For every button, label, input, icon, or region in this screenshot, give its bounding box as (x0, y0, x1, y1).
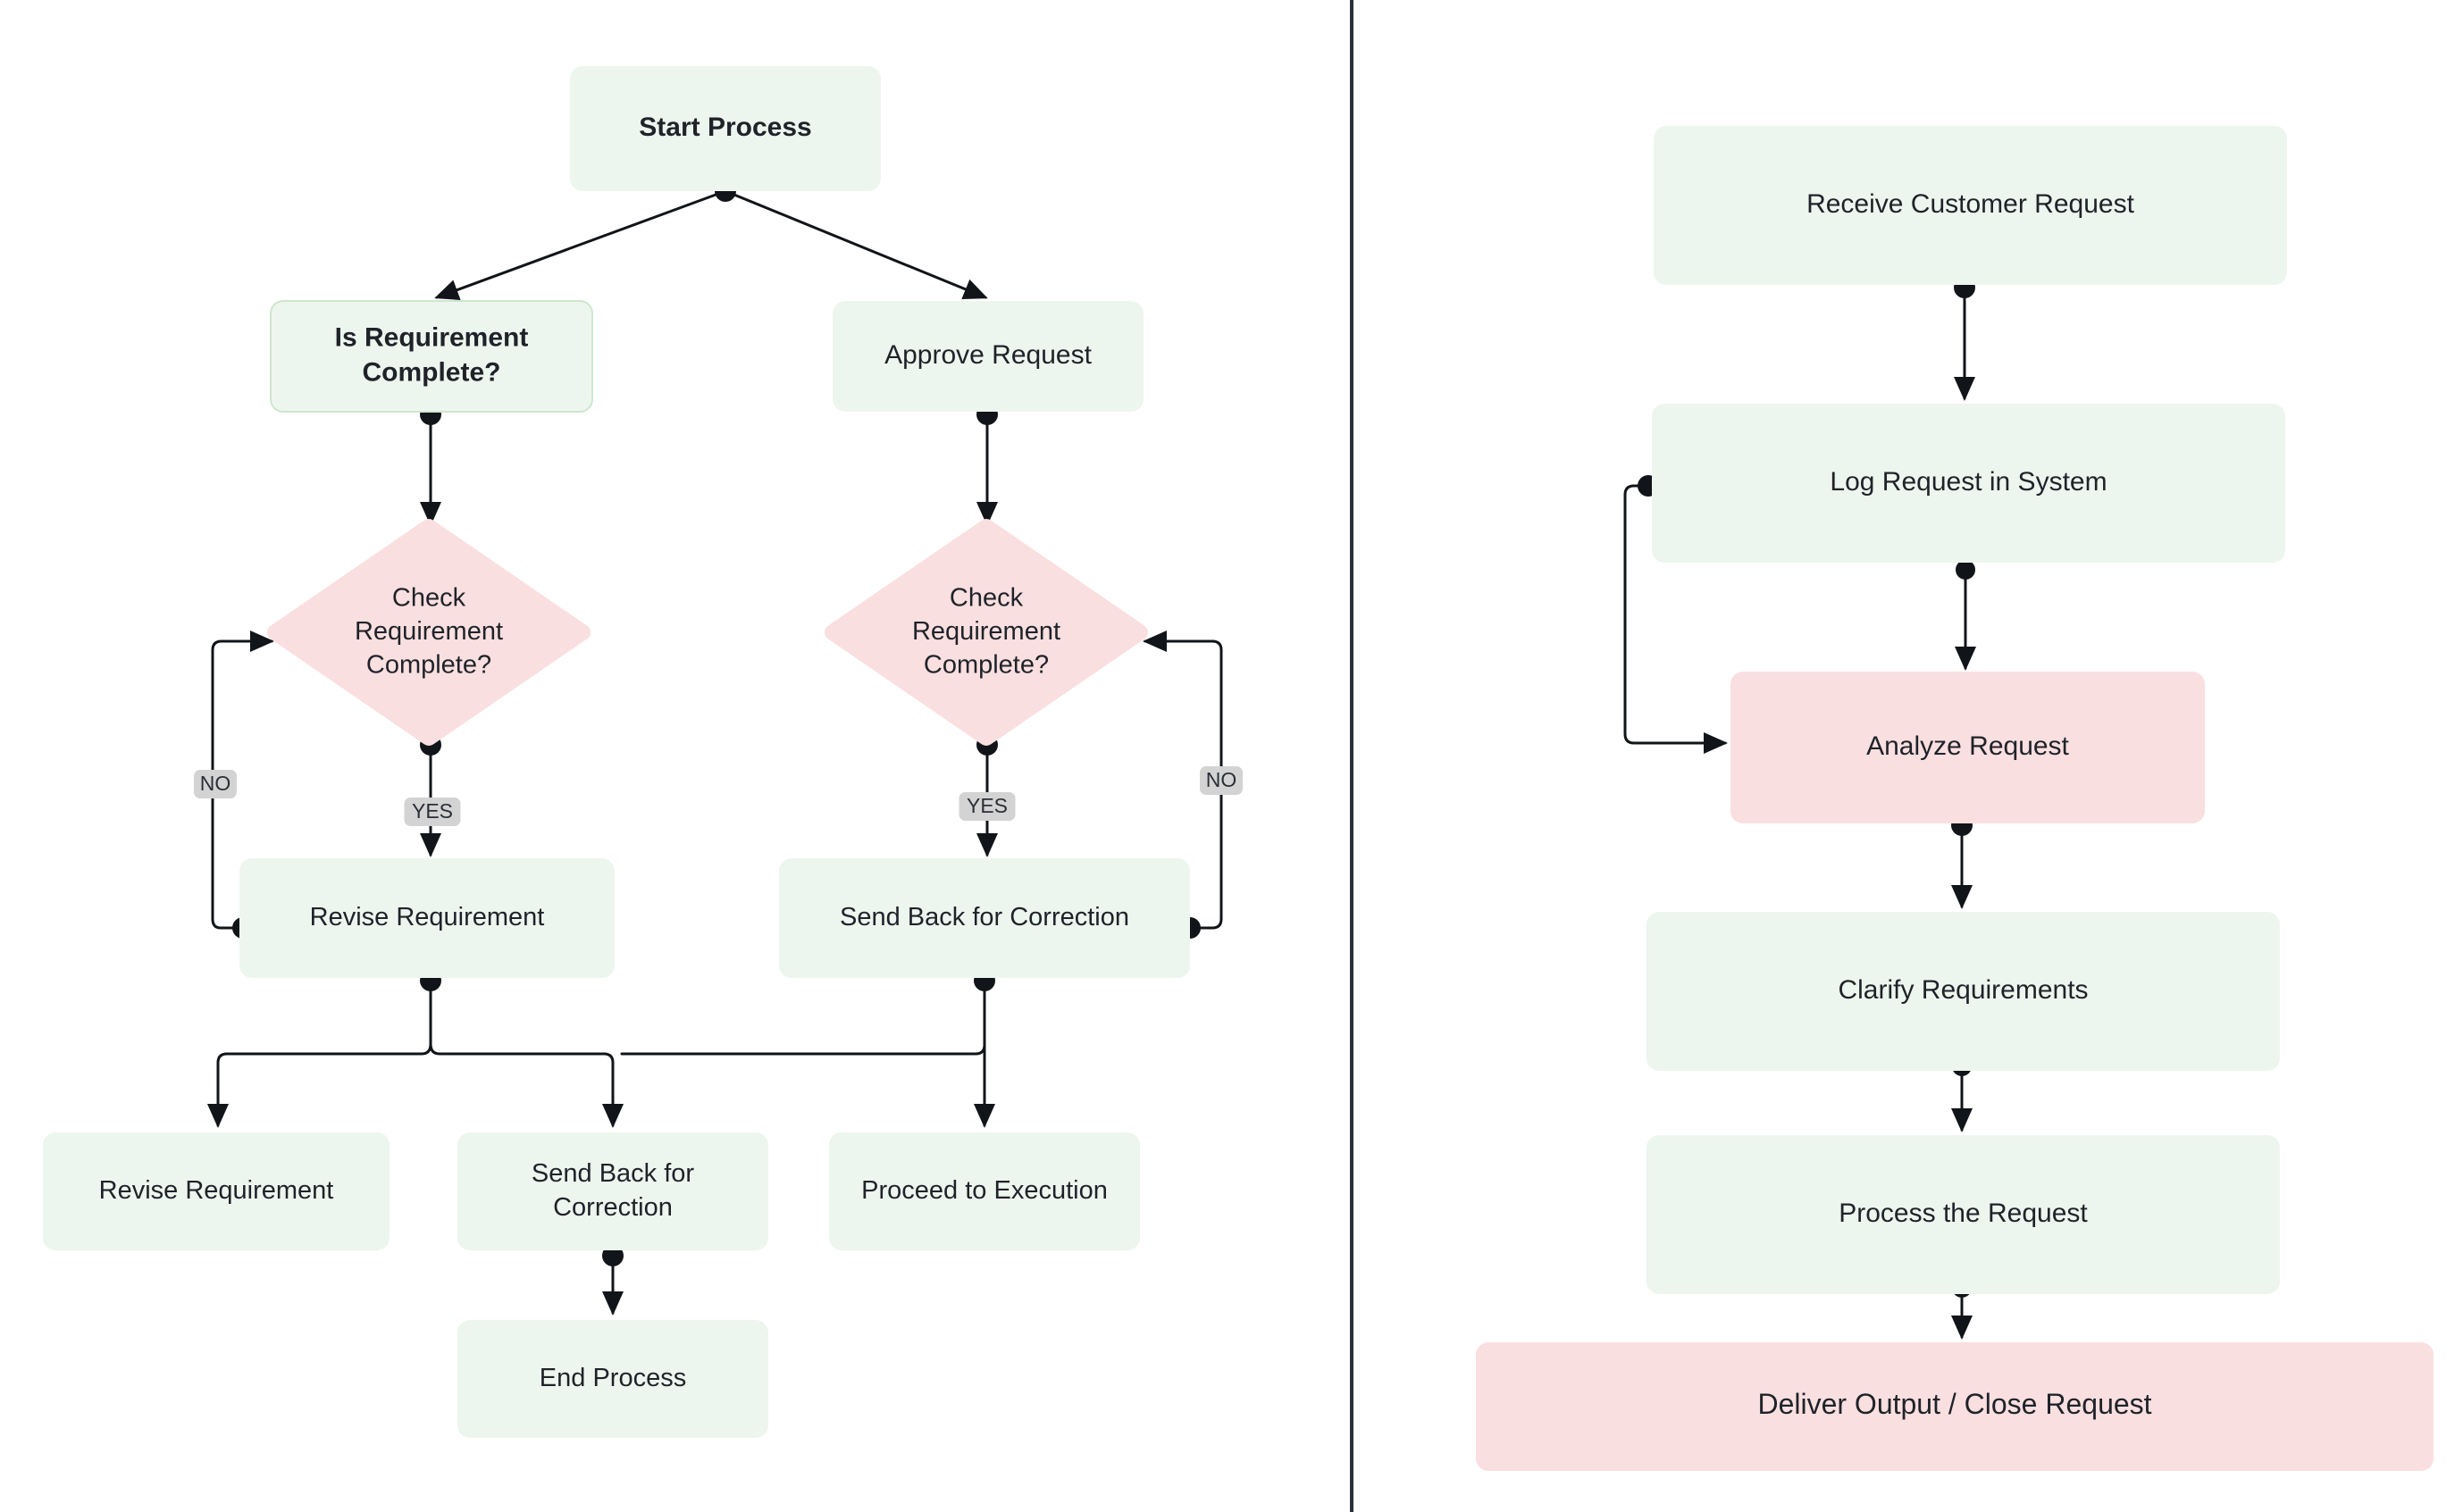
node-check-requirement-complete-left[interactable] (267, 519, 591, 746)
edge-start-to-approve (724, 189, 988, 300)
edge-revise-to-revisebottom (207, 976, 432, 1128)
node-revise-requirement-bottom[interactable] (43, 1132, 390, 1250)
edge-label-no-left: NO (200, 772, 231, 795)
node-label-analyze-request: Analyze Request (1866, 731, 2069, 761)
edge-label-bg-yes-right (959, 792, 1016, 821)
edge-start-to-isrequirement (434, 189, 727, 300)
node-label-send-back-for-correction-mid: Send Back for Correction (840, 903, 1129, 931)
edge-label-yes-left: YES (412, 799, 453, 823)
edge-label-bg-yes-left (404, 798, 461, 826)
edge-labels: NO YES YES NO (194, 766, 1243, 826)
node-label-process-the-request: Process the Request (1839, 1199, 2088, 1228)
node-label-approve-request: Approve Request (884, 340, 1092, 370)
edge-revise-to-sendbackbottom (429, 1042, 624, 1128)
node-label-end-process: End Process (540, 1364, 686, 1392)
node-label-receive-customer-request: Receive Customer Request (1806, 189, 2134, 219)
node-label-revise-requirement-mid: Revise Requirement (310, 903, 545, 931)
edge-label-bg-no-left (194, 770, 237, 798)
node-receive-customer-request[interactable] (1654, 126, 2287, 285)
node-revise-requirement-mid[interactable] (239, 858, 615, 978)
node-label-clarify-requirements: Clarify Requirements (1838, 975, 2088, 1005)
node-label-log-request-in-system: Log Request in System (1830, 467, 2107, 497)
node-check-requirement-complete-right[interactable] (825, 519, 1148, 746)
edge-label-yes-right: YES (967, 794, 1008, 817)
edge-log-loop-to-analyze (1623, 484, 1728, 754)
node-analyze-request[interactable] (1730, 672, 2205, 823)
node-label-deliver-output-close-request: Deliver Output / Close Request (1757, 1388, 2151, 1420)
node-proceed-to-execution[interactable] (829, 1132, 1140, 1250)
edge-dot-log-bottom (1956, 560, 1975, 580)
node-label-start-process: Start Process (639, 113, 811, 142)
node-label-proceed-to-execution: Proceed to Execution (861, 1176, 1108, 1205)
node-end-process[interactable] (457, 1320, 768, 1438)
node-start-process[interactable] (570, 66, 881, 191)
edge-label-no-right: NO (1206, 768, 1237, 791)
node-process-the-request[interactable] (1646, 1135, 2280, 1294)
edge-sendback-bus-join (620, 1043, 986, 1056)
node-send-back-for-correction-mid[interactable] (779, 858, 1190, 978)
node-deliver-output-close-request[interactable] (1476, 1342, 2434, 1471)
node-clarify-requirements[interactable] (1646, 912, 2280, 1071)
node-label-revise-requirement-bottom: Revise Requirement (99, 1176, 334, 1205)
node-send-back-for-correction-bottom[interactable] (457, 1132, 768, 1250)
node-log-request-in-system[interactable] (1652, 404, 2285, 563)
node-is-requirement-complete[interactable] (270, 300, 593, 413)
edge-label-bg-no-right (1200, 766, 1243, 795)
node-approve-request[interactable] (833, 301, 1144, 412)
